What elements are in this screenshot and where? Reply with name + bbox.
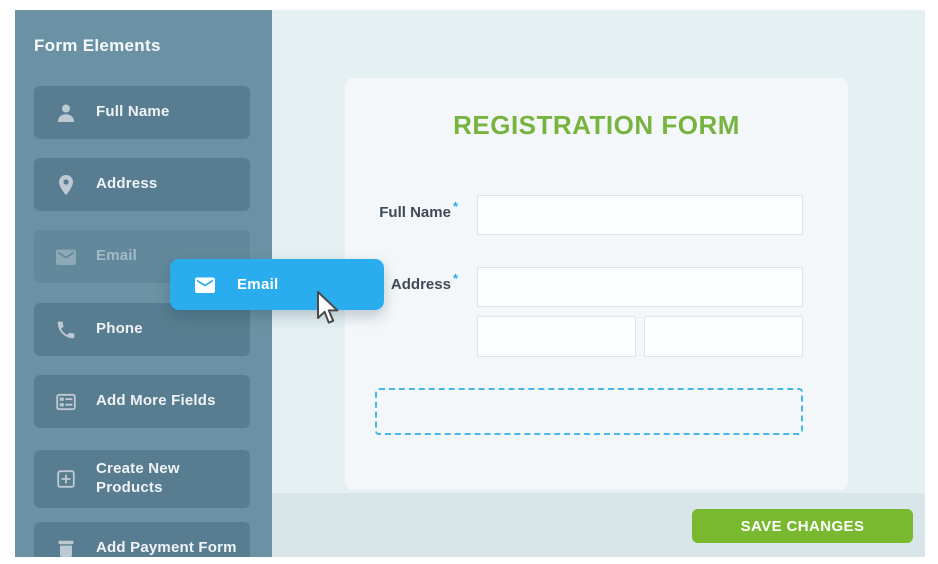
sidebar-item-address[interactable]: Address xyxy=(34,158,250,211)
user-icon xyxy=(53,100,79,126)
map-pin-icon xyxy=(53,172,79,198)
sidebar-item-add-payment-form[interactable]: Add Payment Form xyxy=(34,522,250,557)
form-title: REGISTRATION FORM xyxy=(453,110,740,140)
dragged-chip-label: Email xyxy=(237,276,279,293)
sidebar-item-phone[interactable]: Phone xyxy=(34,303,250,356)
sidebar-item-label: Address xyxy=(96,175,158,193)
address-sub-input-2[interactable] xyxy=(644,316,803,357)
full-name-input[interactable] xyxy=(477,195,803,235)
sidebar-item-label: Phone xyxy=(96,320,143,338)
sidebar-item-label: Full Name xyxy=(96,103,170,121)
fields-grid-icon xyxy=(53,389,79,415)
sidebar-item-label: Add More Fields xyxy=(96,392,216,410)
sidebar-item-label: Add Payment Form xyxy=(96,539,237,557)
address-input[interactable] xyxy=(477,267,803,307)
sidebar-title: Form Elements xyxy=(34,36,161,55)
required-asterisk: * xyxy=(452,271,458,286)
address-label: Address* xyxy=(390,271,458,293)
drop-zone[interactable] xyxy=(375,388,803,435)
phone-icon xyxy=(53,317,79,343)
sidebar-item-label: Email xyxy=(96,247,138,265)
envelope-icon xyxy=(191,273,219,297)
sidebar-item-create-new-products[interactable]: Create New Products xyxy=(34,450,250,508)
sidebar-item-add-more-fields[interactable]: Add More Fields xyxy=(34,375,250,428)
plus-square-icon xyxy=(53,466,79,492)
payment-box-icon xyxy=(53,536,79,558)
dragged-email-chip[interactable]: Email xyxy=(170,259,384,310)
required-asterisk: * xyxy=(452,199,458,214)
envelope-icon xyxy=(53,244,79,270)
full-name-label: Full Name* xyxy=(379,199,458,221)
registration-form-card: REGISTRATION FORM Full Name* Address* xyxy=(345,78,848,490)
sidebar-item-full-name[interactable]: Full Name xyxy=(34,86,250,139)
save-changes-button[interactable]: SAVE CHANGES xyxy=(692,509,913,543)
address-sub-input-1[interactable] xyxy=(477,316,636,357)
sidebar-item-label: Create New Products xyxy=(96,460,180,496)
